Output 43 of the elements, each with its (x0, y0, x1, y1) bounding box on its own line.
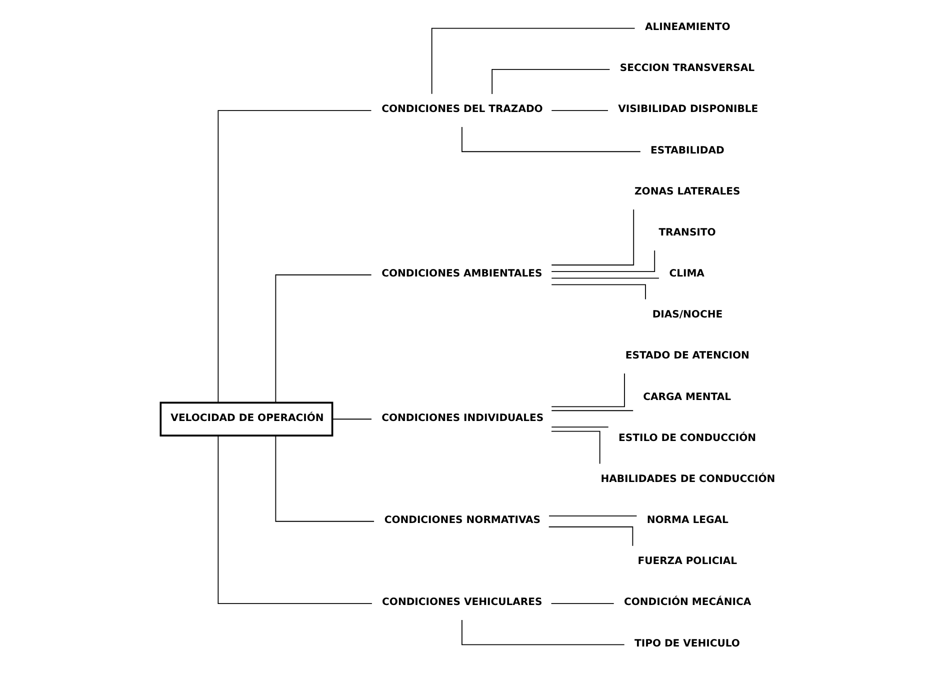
node-text: CONDICIONES NORMATIVAS (384, 515, 541, 526)
node-text: FUERZA POLICIAL (638, 556, 738, 568)
connector (548, 515, 638, 516)
node-text: CONDICIONES VEHICULARES (382, 597, 542, 608)
connector (551, 410, 634, 412)
node-text: HABILIDADES DE CONDUCCIÓN (600, 474, 776, 485)
node-text: CLIMA (669, 268, 704, 280)
connector (462, 126, 641, 152)
node-text: VISIBILIDAD DISPONIBLE (618, 104, 758, 116)
node-text: CONDICIONES INDIVIDUALES (382, 412, 544, 424)
connector (275, 436, 374, 522)
connector (551, 209, 634, 266)
node-text: CONDICIONES DEL TRAZADO (382, 104, 543, 116)
connector (431, 28, 636, 94)
node-text: TIPO DE VEHICULO (634, 638, 740, 650)
connector (275, 274, 372, 404)
connector (551, 110, 608, 111)
connector (550, 603, 614, 604)
connector (548, 526, 634, 546)
node-box: VELOCIDAD DE OPERACIÓN (160, 402, 334, 436)
node-text: ESTILO DE CONDUCCIÓN (618, 432, 756, 444)
node-text: TRANSITO (658, 227, 716, 238)
connector (218, 110, 372, 403)
connector (551, 426, 609, 428)
connector (492, 68, 610, 94)
connector (550, 430, 600, 464)
node-text: SECCION TRANSVERSAL (620, 63, 755, 74)
node-text: NORMA LEGAL (646, 515, 728, 526)
connector (332, 418, 372, 420)
connector (462, 620, 625, 646)
connector (218, 435, 372, 604)
connector (551, 250, 656, 272)
connector (551, 278, 660, 279)
connector (551, 284, 646, 300)
node-text: CONDICIONES AMBIENTALES (382, 268, 542, 280)
node-text: CARGA MENTAL (643, 392, 731, 403)
node-text: CONDICIÓN MECÁNICA (624, 597, 752, 608)
connector (551, 373, 625, 408)
node-text: DIAS/NOCHE (652, 310, 723, 321)
node-text: ESTADO DE ATENCION (625, 350, 750, 362)
node-text: ZONAS LATERALES (634, 186, 740, 198)
node-text: ESTABILIDAD (650, 145, 724, 156)
node-text: ALINEAMIENTO (645, 22, 730, 33)
